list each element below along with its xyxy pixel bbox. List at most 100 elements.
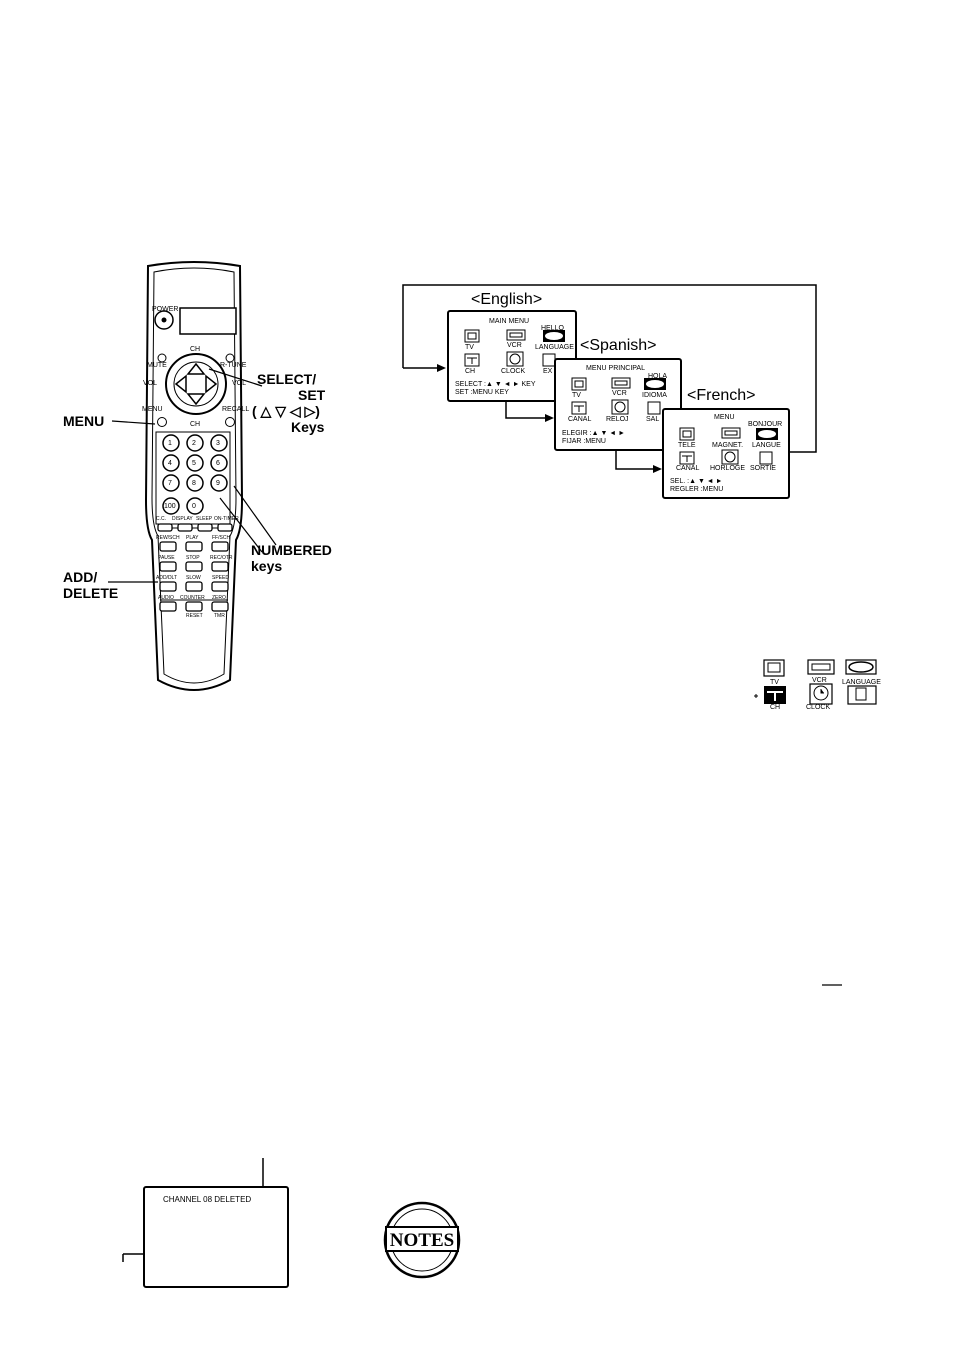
spanish-item-salir: SAL (646, 416, 660, 423)
numbered-callout-1: NUMBERED (251, 542, 332, 558)
spanish-item-idioma: IDIOMA (642, 392, 667, 399)
rew-label: REW/SCH (156, 535, 180, 541)
select-set-callout-1: SELECT/ (257, 371, 317, 387)
vol-label-left: VOL (143, 380, 158, 387)
english-menu-icons (464, 329, 565, 367)
vol-label-right: VOL (232, 380, 247, 387)
key-100[interactable]: 100 (164, 503, 176, 510)
menu-callout: MENU (63, 413, 105, 429)
spanish-item-canal: CANAL (568, 416, 592, 423)
select-set-callout-3: ( △ ▽ ◁ ▷) (252, 403, 320, 419)
key-1[interactable]: 1 (168, 440, 172, 447)
ontimer-label: ON-TIMER (214, 516, 239, 522)
numbered-keys[interactable] (162, 434, 228, 515)
french-menu-screen: MENU BONJOUR TELE MAGNET. LANGUE CANAL H… (662, 408, 790, 499)
up-arrow-icon[interactable] (186, 362, 206, 375)
select-set-callout-4: Keys (291, 419, 325, 435)
key-7[interactable]: 7 (168, 480, 172, 487)
notes-badge-label: NOTES (389, 1230, 455, 1251)
english-footer-set: SET :MENU KEY (455, 389, 509, 396)
grid-label-ch: CH (770, 704, 781, 711)
spanish-tag: <Spanish> (580, 337, 657, 354)
spanish-greeting: HOLA (648, 373, 668, 380)
spanish-menu-icons (571, 377, 666, 415)
exit-icon (847, 685, 877, 705)
french-menu-title: MENU (714, 414, 735, 421)
french-item-magnet: MAGNET. (712, 442, 744, 449)
english-item-clock: CLOCK (501, 368, 526, 375)
english-item-vcr: VCR (507, 342, 522, 349)
channel-deleted-message: CHANNEL 08 DELETED (163, 1195, 252, 1204)
french-item-sortie: SORTIE (750, 465, 776, 472)
english-tag: <English> (471, 291, 543, 308)
spanish-menu-title: MENU PRINCIPAL (586, 365, 645, 372)
english-item-tv: TV (465, 344, 474, 351)
audio-label: AUDIO (158, 595, 174, 601)
key-8[interactable]: 8 (192, 480, 196, 487)
rtune-label: R-TUNE (220, 362, 247, 369)
tmr-label: TMR (214, 613, 225, 619)
english-footer-select: SELECT :▲ ▼ ◄ ► KEY (455, 381, 536, 388)
grid-label-tv: TV (770, 679, 779, 686)
rec-label: REC/OTR (210, 555, 233, 561)
menu-icon-grid (754, 659, 877, 705)
english-item-language: LANGUAGE (535, 344, 574, 351)
notes-badge-icon (383, 1201, 461, 1279)
french-greeting: BONJOUR (748, 421, 783, 428)
french-item-canal: CANAL (676, 465, 700, 472)
pause-label: PAUSE (158, 555, 175, 561)
down-arrow-icon[interactable] (186, 393, 206, 406)
key-9[interactable]: 9 (216, 480, 220, 487)
key-4[interactable]: 4 (168, 460, 172, 467)
english-item-exit: EX (543, 368, 553, 375)
clock-icon (809, 683, 833, 705)
french-footer-sel: SEL. :▲ ▼ ◄ ► (670, 478, 723, 485)
speed-label: SPEED (212, 575, 229, 581)
ch-label-bottom: CH (190, 421, 201, 428)
menu-button[interactable] (157, 417, 167, 427)
add-delete-callout-1: ADD/ (63, 569, 98, 585)
ch-label-top: CH (190, 346, 201, 353)
power-label: POWER (152, 306, 179, 313)
add-delete-callout-2: DELETE (63, 585, 119, 601)
french-tag: <French> (687, 387, 756, 404)
adddlt-label: ADD/DLT (156, 575, 178, 581)
spanish-menu-screen: MENU PRINCIPAL HOLA TV VCR IDIOMA CANAL … (554, 358, 682, 451)
numbered-callout-2: keys (251, 558, 283, 574)
remote-control-illustration (144, 261, 244, 691)
ff-label: FF/SCH (212, 535, 231, 541)
key-5[interactable]: 5 (192, 460, 196, 467)
english-greeting: HELLO (541, 325, 564, 332)
stop-label: STOP (186, 555, 200, 561)
french-item-tele: TELE (678, 442, 696, 449)
key-6[interactable]: 6 (216, 460, 220, 467)
english-item-ch: CH (465, 368, 476, 375)
play-label: PLAY (186, 535, 199, 541)
cc-label: C.C. (156, 516, 166, 522)
spanish-footer-elegir: ELEGIR :▲ ▼ ◄ ► (562, 430, 626, 437)
channel-deleted-screen: CHANNEL 08 DELETED (143, 1186, 289, 1288)
reset-label: RESET (186, 613, 203, 619)
english-menu-title: MAIN MENU (489, 318, 530, 325)
select-set-callout-2: SET (298, 387, 326, 403)
spanish-item-tv: TV (572, 392, 581, 399)
zero-label: ZERO (212, 595, 226, 601)
menu-small-label: MENU (142, 406, 163, 413)
key-3[interactable]: 3 (216, 440, 220, 447)
key-0[interactable]: 0 (192, 503, 196, 510)
left-arrow-icon[interactable] (174, 374, 187, 394)
french-item-langue: LANGUE (752, 442, 781, 449)
slow-label: SLOW (186, 575, 201, 581)
add-delete-button[interactable] (159, 581, 177, 592)
display-label: DISPLAY (172, 516, 193, 522)
key-2[interactable]: 2 (192, 440, 196, 447)
counter-label: COUNTER (180, 595, 205, 601)
grid-label-language: LANGUAGE (842, 679, 881, 686)
spanish-item-vcr: VCR (612, 390, 627, 397)
sleep-label: SLEEP (196, 516, 213, 522)
spanish-footer-fijar: FIJAR :MENU (562, 438, 606, 445)
grid-label-vcr: VCR (812, 677, 827, 684)
french-footer-regler: REGLER :MENU (670, 486, 724, 493)
french-item-horloge: HORLOGE (710, 465, 746, 472)
recall-label: RECALL (222, 406, 250, 413)
